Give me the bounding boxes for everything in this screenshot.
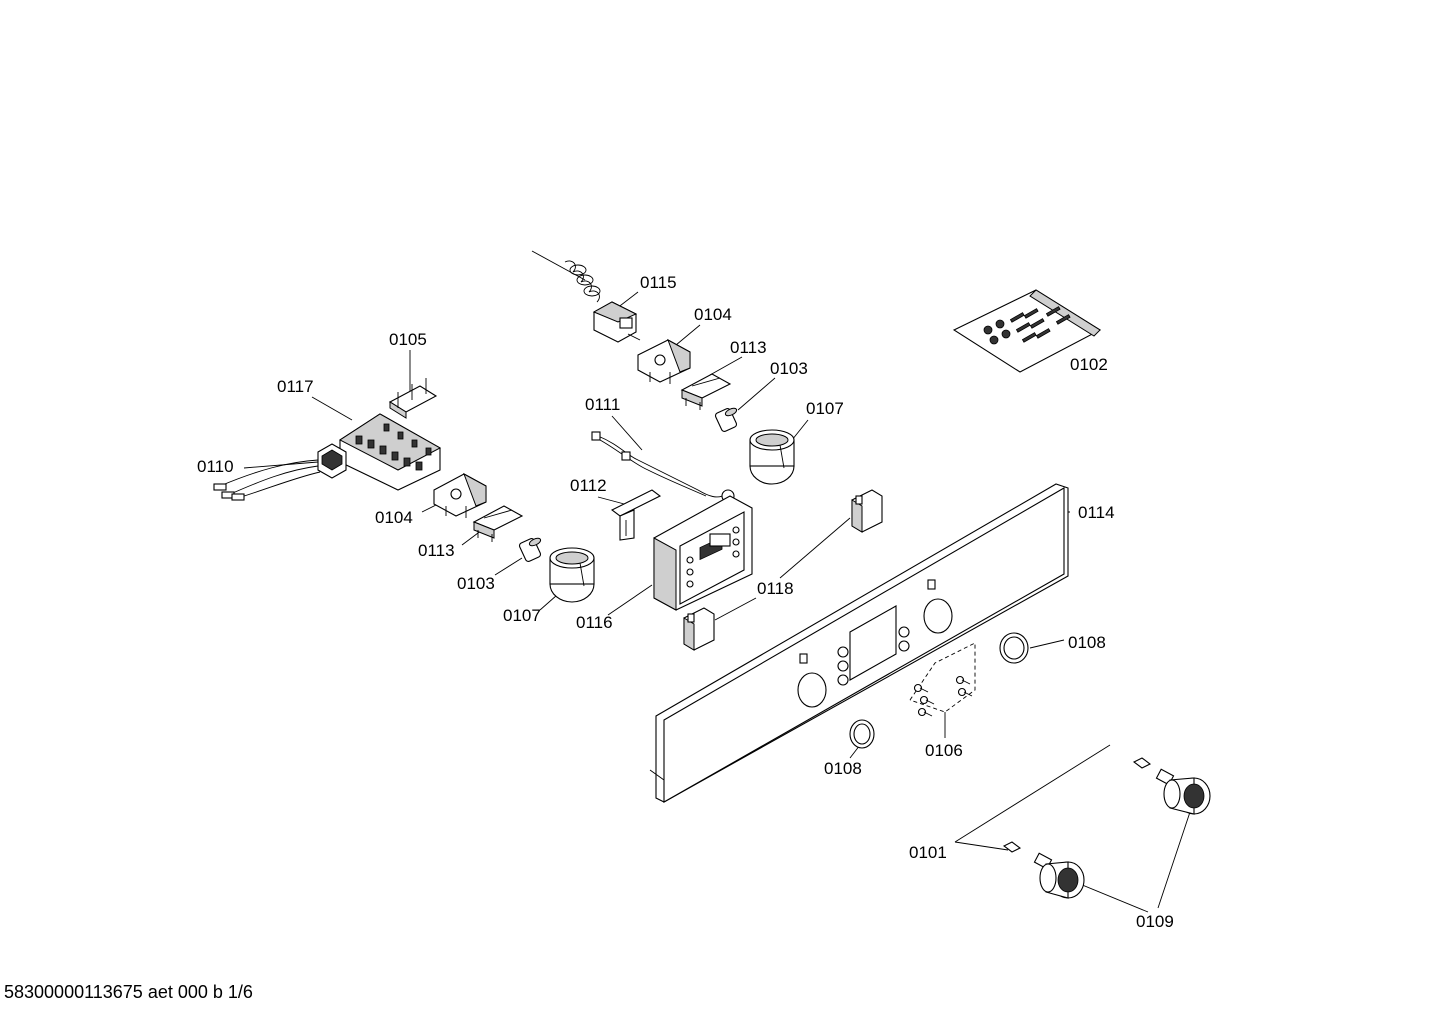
clip-icon	[683, 607, 715, 651]
terminal-block-icon	[339, 413, 442, 491]
control-module-icon	[653, 495, 753, 611]
cable-harness-icon	[591, 431, 735, 503]
control-panel-icon	[649, 483, 1069, 803]
callout-0101: 0101	[909, 843, 947, 862]
callout-0107-upper: 0107	[806, 399, 844, 418]
callout-0118: 0118	[757, 579, 794, 598]
callout-0110: 0110	[197, 457, 234, 476]
bracket-icon	[388, 378, 438, 419]
knob-ring-icon	[849, 719, 875, 749]
thermostat-icon	[531, 250, 641, 343]
callout-0103-upper: 0103	[770, 359, 808, 378]
clip-icon	[1002, 757, 1152, 853]
callout-0107-left: 0107	[503, 606, 541, 625]
callout-0105: 0105	[389, 330, 427, 349]
callout-0113-left: 0113	[418, 541, 455, 560]
lamp-holder-icon	[714, 407, 738, 433]
bracket-icon	[637, 338, 691, 384]
cable-harness-icon	[213, 443, 347, 501]
callout-0104-upper: 0104	[694, 305, 732, 324]
callout-0108-right: 0108	[1068, 633, 1106, 652]
callout-0112: 0112	[570, 476, 607, 495]
callout-0108-lower: 0108	[824, 759, 862, 778]
callout-0102: 0102	[1070, 355, 1108, 374]
callout-0117: 0117	[277, 377, 314, 396]
knob-icon	[1033, 852, 1085, 899]
clip-icon	[472, 505, 524, 542]
document-id: 58300000113675 aet 000 b 1/6	[4, 982, 253, 1002]
clip-icon	[680, 373, 732, 410]
bracket-icon	[433, 472, 487, 518]
callout-0111: 0111	[585, 395, 621, 414]
knob-ring-icon	[999, 632, 1029, 664]
callout-0116: 0116	[576, 613, 613, 632]
knob-ring-icon	[749, 429, 795, 485]
knob-ring-icon	[549, 547, 595, 603]
callout-0109: 0109	[1136, 912, 1174, 931]
bracket-icon	[610, 489, 662, 541]
leader-lines	[243, 291, 1191, 913]
clip-icon	[851, 489, 883, 533]
callout-0104-left: 0104	[375, 508, 413, 527]
callout-0103-left: 0103	[457, 574, 495, 593]
callout-0106: 0106	[925, 741, 963, 760]
lamp-holder-icon	[518, 537, 542, 563]
knob-icon	[1155, 768, 1211, 815]
callout-0113-upper: 0113	[730, 338, 767, 357]
screw-bag-icon	[952, 289, 1102, 373]
screw-icon	[913, 675, 973, 717]
callout-0114: 0114	[1078, 503, 1115, 522]
callout-0115: 0115	[640, 273, 677, 292]
